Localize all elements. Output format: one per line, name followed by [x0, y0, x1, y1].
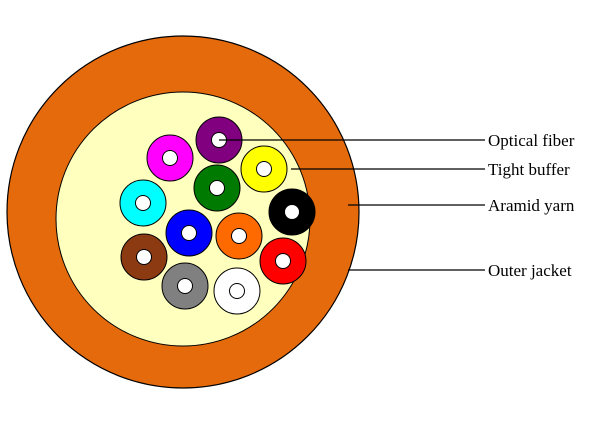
label-optical-fiber: Optical fiber	[488, 131, 575, 150]
leader-lines	[219, 139, 485, 271]
fiber-yellow	[240, 145, 288, 193]
optical-fiber-core-blue	[181, 225, 197, 241]
optical-fiber-core-white	[229, 283, 245, 299]
fiber-blue	[165, 209, 213, 257]
optical-fiber-core-orange	[231, 228, 247, 244]
optical-fiber-core-brown	[136, 249, 152, 265]
optical-fiber-core-yellow	[256, 161, 272, 177]
fiber-white	[213, 267, 261, 315]
fiber-brown	[120, 233, 168, 281]
fiber-green	[193, 164, 241, 212]
optical-fiber-core-gray	[177, 278, 193, 294]
fiber-red	[259, 237, 307, 285]
label-tight-buffer: Tight buffer	[488, 160, 570, 179]
fiber-bundle	[119, 116, 316, 315]
optical-fiber-core-magenta	[162, 150, 178, 166]
optical-fiber-core-red	[275, 253, 291, 269]
fiber-orange	[215, 212, 263, 260]
optical-fiber-core-green	[209, 180, 225, 196]
optical-fiber-core-black	[284, 204, 300, 220]
fiber-cyan	[119, 179, 167, 227]
optical-fiber-core-cyan	[135, 195, 151, 211]
label-outer-jacket: Outer jacket	[488, 261, 572, 280]
fiber-magenta	[146, 134, 194, 182]
label-aramid-yarn: Aramid yarn	[488, 196, 575, 215]
fiber-black	[268, 188, 316, 236]
fiber-gray	[161, 262, 209, 310]
